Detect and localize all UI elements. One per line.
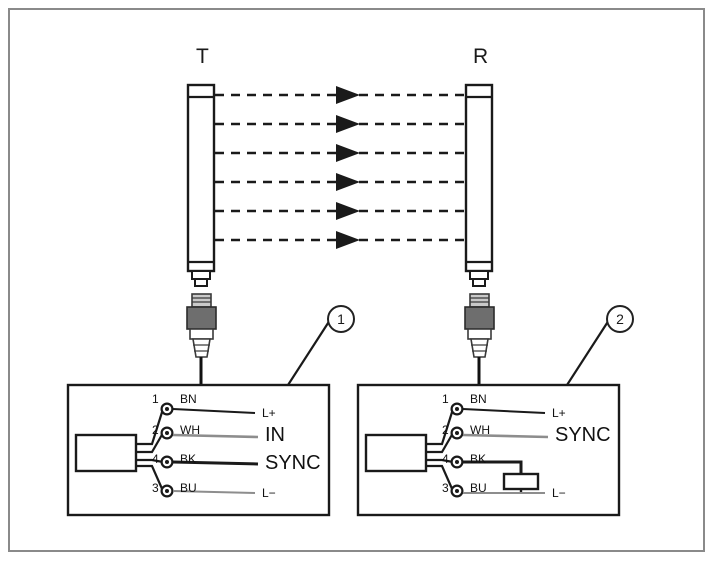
rx-wire-code-wh: WH xyxy=(470,423,490,437)
rx-terminal-lminus: L− xyxy=(552,486,566,500)
rx-pin-number-1: 1 xyxy=(442,392,449,406)
tx-wire-code-bu: BU xyxy=(180,481,197,495)
tx-terminal-sync: SYNC xyxy=(265,452,321,474)
load-branch xyxy=(463,460,523,474)
beam-group xyxy=(215,93,466,242)
callout-2-leader xyxy=(566,319,610,386)
rx-wire-code-bu: BU xyxy=(470,481,487,495)
beam-arrow-icon xyxy=(336,144,360,162)
callout-1-leader xyxy=(287,319,331,386)
transmitter-connector xyxy=(186,293,217,385)
beam-arrow-icon xyxy=(336,202,360,220)
rx-wire-code-bn: BN xyxy=(470,392,487,406)
tx-terminal-in: IN xyxy=(265,424,285,446)
receiver-sensor xyxy=(464,83,494,287)
callout-1[interactable]: 1 xyxy=(327,305,355,333)
rx-pin-number-2: 2 xyxy=(442,423,449,437)
rx-wire-code-bk: BK xyxy=(470,452,487,466)
signal-line-lplus xyxy=(462,408,546,414)
signal-line-in xyxy=(172,433,259,439)
transmitter-wiring-box xyxy=(66,383,331,517)
transmitter-sensor xyxy=(186,83,216,287)
tx-pin-number-1: 1 xyxy=(152,392,159,406)
beam-arrow-icon xyxy=(336,173,360,191)
receiver-wiring-box xyxy=(356,383,621,517)
beam-arrowheads xyxy=(336,86,360,249)
receiver-connector xyxy=(464,293,495,385)
callout-2[interactable]: 2 xyxy=(606,305,634,333)
tx-pin-number-3: 3 xyxy=(152,481,159,495)
transmitter-label: T xyxy=(196,45,209,68)
load-resistor-icon xyxy=(502,472,540,491)
signal-line-lminus xyxy=(172,490,256,494)
signal-line-lplus xyxy=(172,408,256,414)
tx-wire-code-wh: WH xyxy=(180,423,200,437)
beam-arrow-icon xyxy=(336,86,360,104)
tx-terminal-lplus: L+ xyxy=(262,406,276,420)
tx-terminal-lminus: L− xyxy=(262,486,276,500)
rx-terminal-sync: SYNC xyxy=(555,424,611,446)
signal-line-sync xyxy=(462,433,549,439)
rx-terminal-lplus: L+ xyxy=(552,406,566,420)
tx-pin-number-4: 4 xyxy=(152,452,159,466)
signal-line-sync xyxy=(172,460,259,466)
beam-arrow-icon xyxy=(336,231,360,249)
beam-arrow-icon xyxy=(336,115,360,133)
rx-pin-number-3: 3 xyxy=(442,481,449,495)
receiver-label: R xyxy=(473,45,489,68)
rx-pin-number-4: 4 xyxy=(442,452,449,466)
tx-wire-code-bn: BN xyxy=(180,392,197,406)
tx-pin-number-2: 2 xyxy=(152,423,159,437)
tx-wire-code-bk: BK xyxy=(180,452,197,466)
